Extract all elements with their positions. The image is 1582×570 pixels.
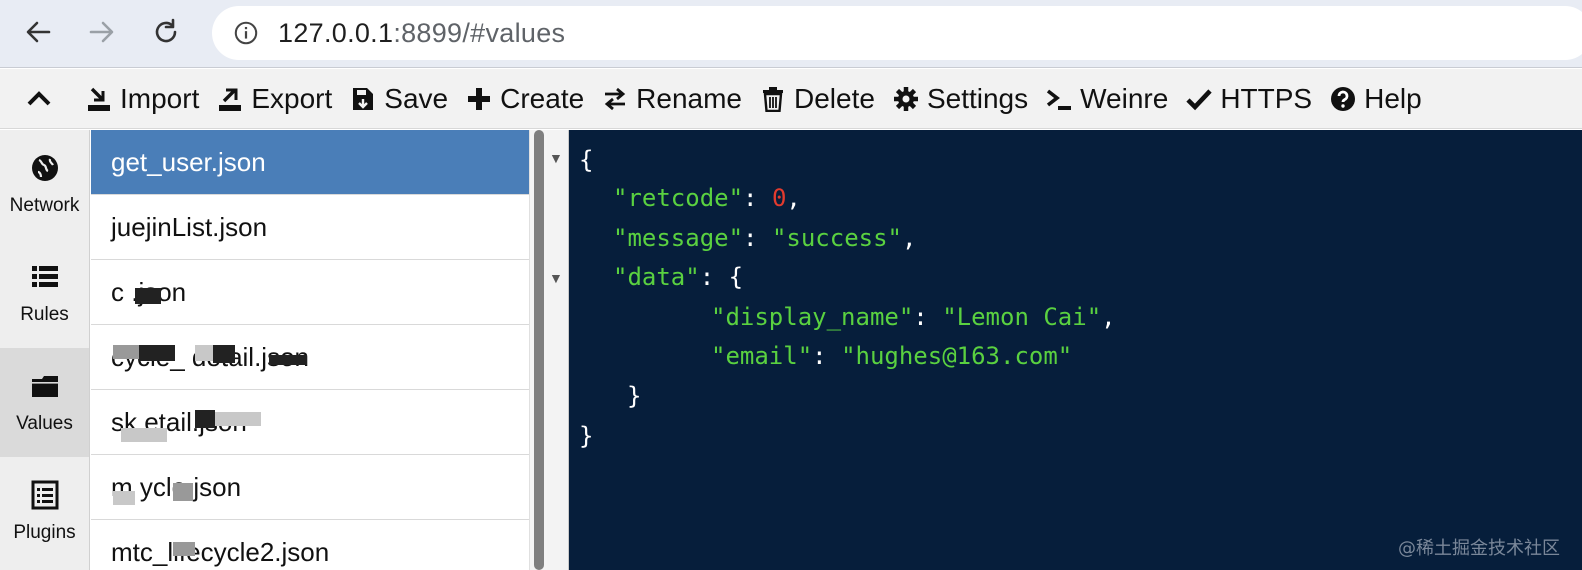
- redaction-block: [121, 428, 167, 442]
- sidebar-item-rules[interactable]: Rules: [0, 239, 89, 348]
- chevron-up-icon: [27, 90, 51, 105]
- https-label: HTTPS: [1220, 82, 1313, 114]
- code-line: "message": "success",: [613, 224, 917, 252]
- create-label: Create: [500, 82, 585, 114]
- list-item[interactable]: cycle_ detail.json: [91, 325, 529, 390]
- list-item[interactable]: mtc_lifecycle2.json: [91, 520, 529, 570]
- scrollbar-thumb[interactable]: [534, 130, 544, 570]
- reload-icon: [155, 18, 177, 43]
- back-button[interactable]: [16, 10, 60, 54]
- list-item[interactable]: juejinList.json: [91, 195, 529, 260]
- address-bar[interactable]: 127.0.0.1:8899/#values: [212, 6, 1582, 60]
- redaction-block: [173, 483, 193, 501]
- forward-button[interactable]: [80, 10, 124, 54]
- delete-button[interactable]: Delete: [752, 69, 885, 129]
- list-item[interactable]: m ycle.json: [91, 455, 529, 520]
- sidebar-item-label: Network: [9, 194, 80, 216]
- watermark: @稀土掘金技术社区: [1398, 538, 1560, 559]
- swap-icon: [604, 87, 626, 110]
- redaction-block: [195, 345, 213, 361]
- save-button[interactable]: Save: [342, 69, 458, 129]
- gear-icon: [893, 86, 918, 111]
- sidebar: Network Rules Values Plugins: [0, 130, 90, 570]
- reload-button[interactable]: [144, 10, 188, 54]
- sidebar-item-values[interactable]: Values: [0, 348, 89, 457]
- code-line: "display_name": "Lemon Cai",: [711, 303, 1116, 331]
- sidebar-item-label: Rules: [20, 303, 69, 325]
- export-label: Export: [251, 82, 333, 114]
- export-button[interactable]: Export: [209, 69, 342, 129]
- delete-label: Delete: [794, 82, 875, 114]
- redaction-block: [195, 410, 215, 428]
- redaction-block: [135, 288, 161, 304]
- folder-icon: [31, 375, 58, 397]
- fold-toggle-icon[interactable]: ▼: [549, 150, 563, 166]
- redaction-block: [173, 542, 195, 556]
- settings-label: Settings: [926, 82, 1029, 114]
- code-line: }: [627, 382, 642, 410]
- list-icon: [31, 265, 58, 287]
- info-icon[interactable]: [232, 19, 260, 47]
- collapse-button[interactable]: [0, 69, 78, 129]
- browser-toolbar: 127.0.0.1:8899/#values: [0, 0, 1582, 68]
- terminal-icon: [1047, 89, 1072, 110]
- import-icon: [88, 87, 110, 111]
- values-file-list: get_user.json juejinList.json c .json cy…: [91, 130, 529, 570]
- app-toolbar: Import Export Save Create Rename Delete …: [0, 69, 1582, 129]
- import-button[interactable]: Import: [78, 69, 209, 129]
- code-line: {: [579, 146, 594, 174]
- weinre-label: Weinre: [1080, 82, 1169, 114]
- plus-icon: [468, 87, 491, 110]
- sidebar-item-network[interactable]: Network: [0, 130, 89, 239]
- code-line: "data": {: [613, 263, 744, 291]
- export-icon: [219, 88, 242, 111]
- fold-toggle-icon[interactable]: ▼: [549, 270, 563, 286]
- rename-label: Rename: [636, 82, 743, 114]
- help-button[interactable]: Help: [1322, 69, 1432, 129]
- redaction-block: [113, 491, 135, 505]
- redaction-block: [269, 355, 307, 365]
- sidebar-item-label: Values: [16, 412, 73, 434]
- create-button[interactable]: Create: [458, 69, 594, 129]
- weinre-button[interactable]: Weinre: [1038, 69, 1178, 129]
- arrow-left-icon: [26, 21, 51, 43]
- import-label: Import: [120, 82, 200, 114]
- plugin-list-icon: [31, 480, 58, 509]
- redaction-block: [139, 345, 175, 361]
- code-line: "retcode": 0,: [613, 184, 801, 212]
- globe-icon: [31, 154, 58, 181]
- redaction-block: [213, 345, 235, 363]
- code-line: "email": "hughes@163.com": [711, 342, 1073, 370]
- json-editor[interactable]: { "retcode": 0, "message": "success", "d…: [569, 130, 1582, 570]
- list-item[interactable]: get_user.json: [91, 130, 529, 195]
- list-item[interactable]: c .json: [91, 260, 529, 325]
- settings-button[interactable]: Settings: [885, 69, 1038, 129]
- https-button[interactable]: HTTPS: [1178, 69, 1322, 129]
- sidebar-item-label: Plugins: [13, 521, 76, 543]
- checkmark-icon: [1186, 88, 1212, 110]
- save-icon: [353, 87, 374, 110]
- redaction-block: [215, 412, 261, 426]
- sidebar-item-plugins[interactable]: Plugins: [0, 457, 89, 566]
- trash-icon: [763, 86, 784, 112]
- help-label: Help: [1364, 82, 1422, 114]
- arrow-right-icon: [89, 21, 114, 43]
- save-label: Save: [384, 82, 449, 114]
- rename-button[interactable]: Rename: [594, 69, 752, 129]
- file-list-scrollbar[interactable]: [529, 130, 547, 570]
- editor-gutter: ▼ ▼: [547, 130, 569, 570]
- url-text[interactable]: 127.0.0.1:8899/#values: [278, 17, 566, 48]
- help-icon: [1331, 86, 1356, 111]
- code-line: }: [579, 422, 594, 450]
- list-item[interactable]: sk etail.json: [91, 390, 529, 455]
